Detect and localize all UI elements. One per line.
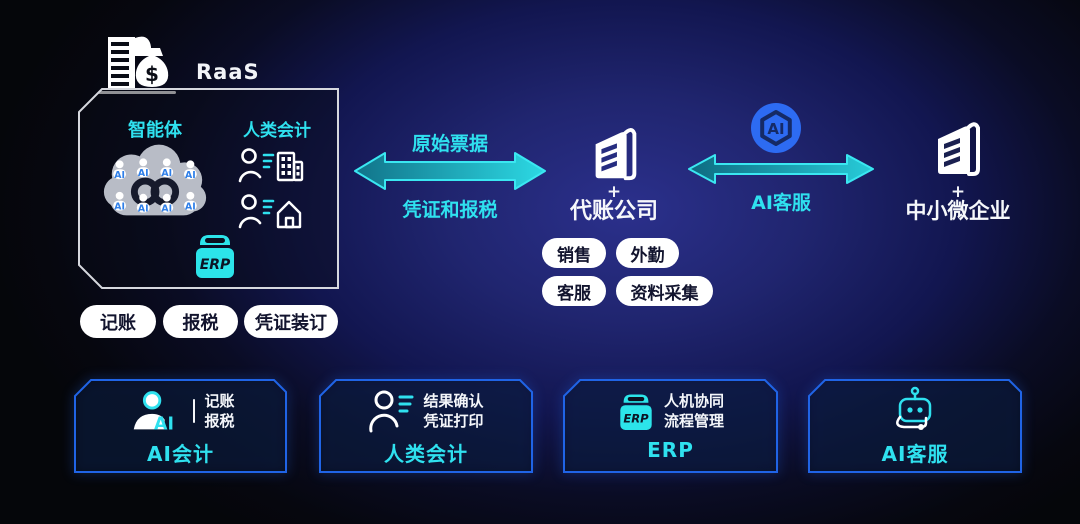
cloud-ai-people: AI AI AI AI AI AI AI AI (113, 158, 197, 215)
flow-right-label: AI客服 (751, 192, 811, 214)
agent-label: 智能体 (128, 120, 182, 141)
card-frame (74, 379, 287, 473)
pill-customer-service: 客服 (542, 276, 606, 306)
flow-left-bottom-label: 凭证和报税 (402, 199, 498, 221)
robot-headset-icon (896, 386, 932, 430)
dollar-symbol: $ (145, 62, 159, 86)
card-erp: ERP 人机协同 流程管理 ERP (563, 379, 778, 473)
svg-text:AI: AI (767, 120, 784, 138)
svg-text:AI: AI (138, 204, 149, 215)
card-line: 结果确认 (423, 391, 484, 410)
svg-text:ERP: ERP (200, 257, 231, 273)
svg-text:AI: AI (185, 170, 196, 181)
card-line: 记账 (204, 391, 235, 410)
card-title: 人类会计 (384, 442, 468, 466)
ai-hexagon-badge-icon: AI (751, 103, 801, 153)
card-line: 人机协同 (663, 391, 724, 410)
agency-name: 代账公司 (569, 199, 658, 224)
svg-text:AI: AI (185, 202, 196, 213)
card-frame (319, 379, 533, 473)
svg-text:ERP: ERP (623, 412, 649, 426)
svg-text:AI: AI (161, 168, 172, 179)
card-frame (563, 379, 778, 473)
card-human-accountant: 结果确认 凭证打印 人类会计 (319, 379, 533, 473)
office-building-icon (938, 122, 980, 176)
building-moneybag-icon: $ (98, 36, 176, 94)
card-title: AI会计 (147, 442, 214, 466)
person-list-house-icon (238, 194, 302, 229)
ai-agent-cloud-infinity-icon: AI AI AI AI AI AI AI AI (103, 144, 207, 216)
pill-data-collection: 资料采集 (616, 276, 713, 306)
double-arrow-right-icon (688, 154, 874, 184)
agency-plus: + (606, 182, 622, 202)
svg-text:AI: AI (155, 414, 175, 432)
raas-box-frame (78, 88, 339, 289)
pill-tax-filing: 报税 (163, 305, 238, 338)
human-accountant-icon (369, 390, 414, 433)
card-title: ERP (647, 438, 694, 462)
sme-plus: + (950, 182, 966, 202)
erp-box-icon: ERP (196, 235, 234, 278)
svg-text:AI: AI (114, 202, 125, 213)
human-accountant-label: 人类会计 (243, 121, 311, 141)
person-list-building-icon (238, 148, 304, 183)
divider (193, 399, 196, 423)
svg-text:AI: AI (161, 204, 172, 215)
raas-label: RaaS (196, 60, 260, 84)
sme-name: 中小微企业 (905, 199, 1011, 223)
svg-text:AI: AI (138, 168, 149, 179)
pill-sales: 销售 (542, 238, 606, 268)
pill-voucher-binding: 凭证装订 (244, 305, 338, 338)
flow-left-top-label: 原始票据 (411, 133, 488, 155)
svg-text:AI: AI (114, 170, 125, 181)
double-arrow-left-icon (354, 152, 546, 190)
office-building-icon (595, 128, 637, 181)
erp-box-icon: ERP (620, 394, 652, 430)
card-line: 凭证打印 (423, 412, 484, 430)
card-ai-service: AI客服 (808, 379, 1022, 473)
card-line: 流程管理 (663, 412, 724, 430)
card-ai-accountant: AI 记账 报税 AI会计 (74, 379, 287, 473)
card-line: 报税 (204, 412, 235, 430)
pill-field-work: 外勤 (616, 238, 679, 268)
card-title: AI客服 (881, 442, 949, 466)
ai-accountant-icon: AI (134, 391, 175, 432)
pill-bookkeeping: 记账 (80, 305, 156, 338)
